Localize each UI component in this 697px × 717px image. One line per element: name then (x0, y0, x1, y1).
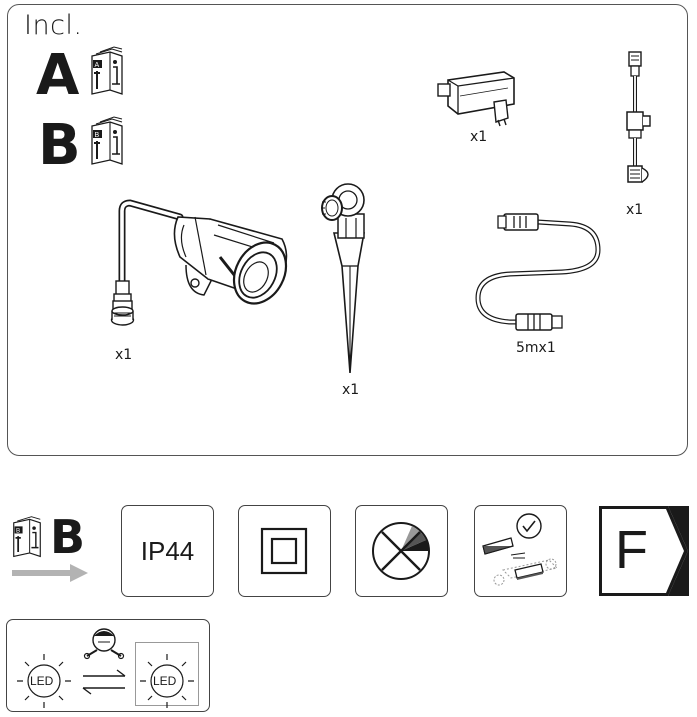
energy-class-arrow-icon (599, 506, 689, 596)
extension-cable-illustration (475, 213, 601, 331)
no-dimmer-icon (372, 522, 430, 580)
arrow-right-icon (12, 564, 88, 582)
led-sun-icon (140, 654, 194, 708)
included-heading: Incl. (24, 10, 83, 41)
manual-booklet-icon: A (91, 46, 123, 95)
ground-spike-qty: x1 (342, 382, 360, 398)
t-connector-illustration (626, 51, 651, 183)
connection-check-box (474, 505, 567, 597)
svg-text:B: B (16, 528, 20, 535)
technician-icon (83, 628, 125, 660)
power-adapter-qty: x1 (470, 129, 488, 145)
swap-arrows-icon (82, 669, 126, 695)
manual-a-letter: A (36, 43, 80, 108)
manual-b-letter: B (38, 113, 81, 178)
manual-ref-letter: B (50, 510, 86, 564)
spot-light-illustration (110, 199, 288, 326)
t-connector-qty: x1 (626, 202, 644, 218)
led-label-left: LED (30, 674, 54, 688)
led-label-right: LED (153, 674, 177, 688)
manual-booklet-icon: B (91, 116, 123, 165)
extension-cable-qty: 5mx1 (516, 340, 556, 356)
energy-class-label: F (598, 505, 689, 597)
class-ii-box (238, 505, 331, 597)
ip-rating-box: IP44 (121, 505, 214, 597)
not-dimmable-box (355, 505, 448, 597)
led-replaceable-box: LED LED (6, 619, 210, 712)
connector-check-icon (482, 513, 559, 586)
manual-booklet-icon: B (13, 516, 41, 558)
double-insulation-icon (260, 527, 308, 575)
ip-rating-label: IP44 (140, 536, 195, 566)
svg-text:B: B (95, 132, 100, 139)
energy-class-letter: F (615, 520, 648, 580)
included-items-panel (7, 4, 688, 456)
power-adapter-illustration (437, 71, 515, 127)
spot-light-qty: x1 (115, 347, 133, 363)
led-sun-icon (17, 654, 71, 708)
ground-spike-illustration (321, 183, 365, 374)
svg-text:A: A (95, 62, 100, 69)
